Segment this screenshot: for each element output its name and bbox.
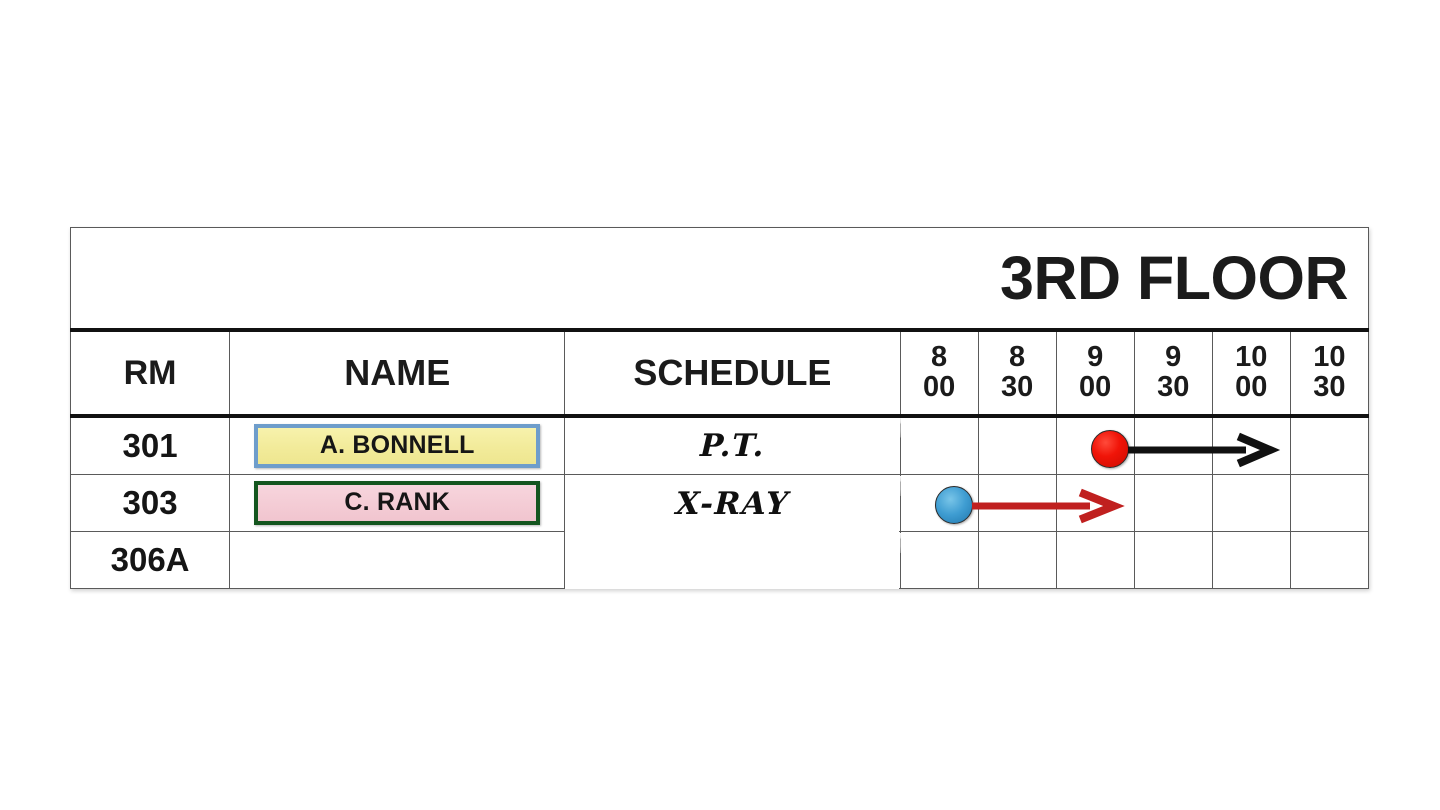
patient-name-card[interactable]: C. RANK	[254, 481, 541, 525]
slot-cell-0-5[interactable]	[1289, 415, 1370, 475]
column-header-slot-4: 10 00	[1211, 330, 1291, 418]
column-header-rm-label: RM	[123, 353, 177, 392]
time-slot-2-minutes: 00	[1079, 371, 1112, 403]
slot-cell-2-3[interactable]	[1133, 531, 1213, 589]
page-title: 3RD FLOOR	[1000, 243, 1348, 312]
slot-cell-1-2[interactable]	[1055, 474, 1135, 532]
column-header-slot-3: 9 30	[1133, 330, 1213, 418]
patient-name-label: C. RANK	[258, 485, 537, 521]
room-number-cell: 303	[69, 474, 231, 532]
slot-cell-1-5[interactable]	[1289, 474, 1370, 532]
schedule-cell: P.T.	[563, 416, 902, 475]
table-row[interactable]: 303 C. RANK X-RAY	[69, 474, 1370, 532]
time-slot-1-minutes: 30	[1000, 371, 1034, 403]
patient-name-label: A. BONNELL	[258, 428, 537, 464]
time-slot-2: 9 00	[1057, 343, 1134, 402]
slot-cell-2-0[interactable]	[899, 531, 979, 589]
name-cell[interactable]	[229, 531, 566, 589]
time-slot-4-minutes: 00	[1235, 371, 1268, 403]
slot-cell-1-3[interactable]	[1133, 474, 1213, 532]
slot-cell-2-1[interactable]	[977, 531, 1057, 589]
slot-cell-0-4[interactable]	[1211, 415, 1291, 475]
column-header-schedule: SCHEDULE	[564, 330, 901, 418]
slot-cell-0-3[interactable]	[1133, 415, 1213, 475]
slot-cell-1-4[interactable]	[1211, 474, 1291, 532]
table-row[interactable]: 301 A. BONNELL P.T.	[69, 415, 1370, 475]
column-header-slot-2: 9 00	[1055, 330, 1135, 418]
time-slot-5-minutes: 30	[1313, 371, 1346, 403]
time-slot-5-hour: 10	[1313, 341, 1346, 374]
slot-cell-1-1[interactable]	[977, 474, 1057, 532]
column-header-rm: RM	[69, 330, 231, 418]
slot-cell-2-2[interactable]	[1055, 531, 1135, 589]
slot-cell-1-0[interactable]	[899, 474, 979, 532]
name-cell[interactable]: A. BONNELL	[229, 415, 566, 475]
time-slot-5: 10 30	[1291, 343, 1368, 402]
time-slot-0: 8 00	[901, 343, 978, 402]
board-title-cell: 3RD FLOOR	[70, 227, 1369, 332]
time-slot-0-minutes: 00	[922, 371, 956, 403]
time-slot-3-hour: 9	[1165, 341, 1182, 374]
slot-cell-0-1[interactable]	[977, 415, 1057, 475]
time-slot-1-hour: 8	[1009, 341, 1026, 374]
column-header-schedule-label: SCHEDULE	[633, 352, 832, 393]
slot-cell-0-2[interactable]	[1055, 415, 1135, 475]
schedule-cell: X-RAY	[563, 474, 902, 532]
time-slot-1: 8 30	[979, 343, 1056, 402]
table-header-row: RM NAME SCHEDULE 8 00 8 30	[69, 330, 1370, 418]
time-slot-0-hour: 8	[931, 341, 948, 374]
schedule-table: 3RD FLOOR RM NAME SCHEDULE 8 00 8	[69, 227, 1370, 589]
patient-name-card[interactable]: A. BONNELL	[254, 424, 541, 468]
floor-schedule-board: 3RD FLOOR RM NAME SCHEDULE 8 00 8	[69, 227, 1370, 589]
room-number-cell: 306A	[69, 531, 231, 589]
time-slot-4-hour: 10	[1235, 341, 1268, 374]
name-cell[interactable]: C. RANK	[229, 474, 566, 532]
table-row[interactable]: 306A	[69, 531, 1370, 589]
slot-cell-2-5[interactable]	[1289, 531, 1370, 589]
time-slot-4: 10 00	[1213, 343, 1290, 402]
schedule-cell	[563, 531, 902, 589]
column-header-name-label: NAME	[344, 352, 451, 393]
column-header-slot-0: 8 00	[899, 330, 979, 418]
column-header-slot-5: 10 30	[1289, 330, 1370, 418]
column-header-name: NAME	[229, 330, 566, 418]
time-slot-3: 9 30	[1135, 343, 1212, 402]
column-header-slot-1: 8 30	[977, 330, 1057, 418]
time-slot-2-hour: 9	[1087, 341, 1104, 374]
time-slot-3-minutes: 30	[1157, 371, 1190, 403]
room-number-cell: 301	[69, 415, 231, 475]
slot-cell-2-4[interactable]	[1211, 531, 1291, 589]
slot-cell-0-0[interactable]	[899, 415, 979, 475]
board-title-row: 3RD FLOOR	[70, 227, 1369, 332]
